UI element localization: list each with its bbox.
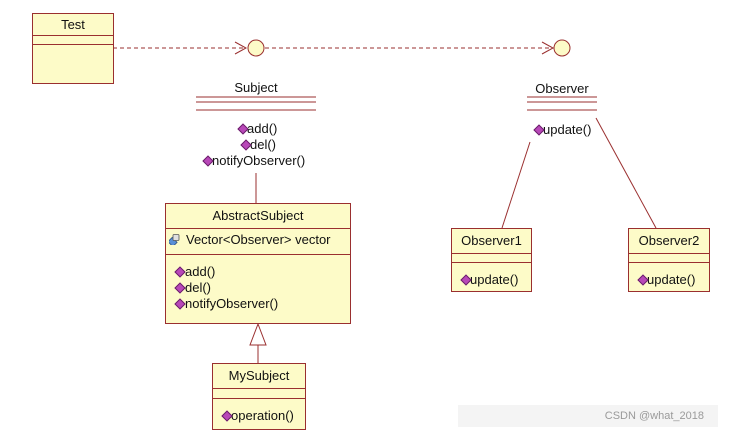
abstractsubject-op-row: notifyObserver() [166, 296, 350, 312]
class-observer1-operations: update() [452, 263, 531, 288]
class-observer2-name: Observer2 [629, 229, 709, 254]
class-test-attributes [33, 36, 113, 45]
subject-op-row: add() [200, 121, 340, 137]
class-abstractsubject-attributes: Vector<Observer> vector [166, 229, 350, 255]
operation-icon [174, 282, 186, 294]
mysubject-op-row: operation() [213, 408, 305, 424]
protected-attribute-icon [169, 234, 180, 245]
abstractsubject-op-del: del() [185, 280, 212, 295]
mysubject-op-operation: operation() [231, 408, 294, 423]
class-observer2-operations: update() [629, 263, 709, 288]
class-abstractsubject-operations: add() del() notifyObserver() [166, 255, 350, 312]
realization-observer-observer2 [595, 117, 657, 229]
subject-op-del: del() [250, 137, 277, 152]
abstractsubject-op-add: add() [185, 264, 216, 279]
observer1-op-update: update() [470, 272, 519, 287]
class-mysubject-attributes [213, 389, 305, 399]
class-test-name: Test [33, 14, 113, 36]
operation-icon [174, 298, 186, 310]
class-mysubject[interactable]: MySubject operation() [212, 363, 306, 430]
observer1-op-row: update() [452, 272, 531, 288]
watermark: CSDN @what_2018 [458, 405, 718, 427]
subject-op-notify: notifyObserver() [212, 153, 306, 168]
class-observer2[interactable]: Observer2 update() [628, 228, 710, 292]
observer-interface-name[interactable]: Observer [535, 81, 589, 96]
subject-op-add: add() [247, 121, 278, 136]
class-observer1-attributes [452, 254, 531, 263]
operation-icon [174, 266, 186, 278]
realization-observer-observer1 [501, 141, 531, 229]
observer2-op-update: update() [647, 272, 696, 287]
subject-interface-name[interactable]: Subject [234, 80, 278, 95]
attribute-vector: Vector<Observer> vector [186, 232, 331, 247]
abstractsubject-op-notify: notifyObserver() [185, 296, 279, 311]
subject-op-row: del() [200, 137, 340, 153]
class-mysubject-name: MySubject [213, 364, 305, 389]
class-abstractsubject-name: AbstractSubject [166, 204, 350, 229]
observer-interface-operations: update() [532, 122, 612, 138]
subject-interface-operations: add() del() notifyObserver() [200, 121, 340, 169]
dependency-arrowhead-subject [234, 41, 248, 55]
subject-op-row: notifyObserver() [200, 153, 340, 169]
generalization-arrowhead [249, 322, 267, 346]
observer-op-update: update() [543, 122, 592, 137]
class-test[interactable]: Test [32, 13, 114, 84]
attribute-row: Vector<Observer> vector [166, 232, 350, 248]
class-mysubject-operations: operation() [213, 399, 305, 424]
abstractsubject-op-row: add() [166, 264, 350, 280]
dependency-arrowhead-observer [541, 41, 555, 55]
class-observer1[interactable]: Observer1 update() [451, 228, 532, 292]
observer2-op-row: update() [629, 272, 709, 288]
observer-op-row: update() [532, 122, 612, 138]
class-abstractsubject[interactable]: AbstractSubject Vector<Observer> vector … [165, 203, 351, 324]
subject-interface-circle[interactable] [247, 39, 265, 57]
class-observer2-attributes [629, 254, 709, 263]
class-observer1-name: Observer1 [452, 229, 531, 254]
abstractsubject-op-row: del() [166, 280, 350, 296]
observer-interface-circle[interactable] [553, 39, 571, 57]
